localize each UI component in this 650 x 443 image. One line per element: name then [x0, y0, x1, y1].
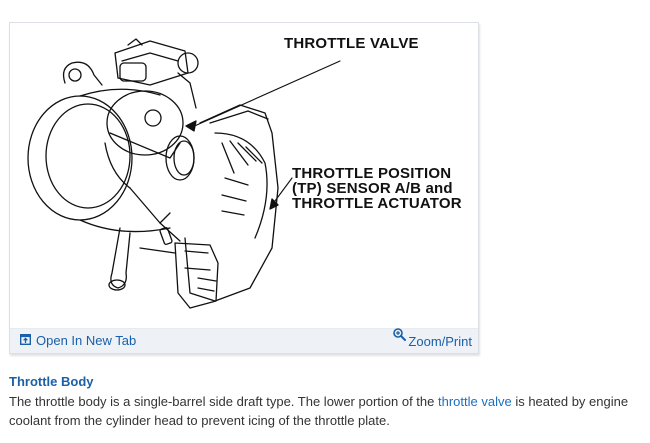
zoom-print-label: Zoom/Print — [408, 333, 472, 349]
label-tp-line-1: THROTTLE POSITION — [292, 165, 452, 182]
section-title: Throttle Body — [9, 374, 94, 389]
label-tp-line-2: (TP) SENSOR A/B and — [292, 180, 453, 197]
open-in-new-tab-link[interactable]: Open In New Tab — [19, 333, 137, 348]
throttle-body-section: Throttle Body The throttle body is a sin… — [9, 374, 639, 430]
label-tp-line-3: THROTTLE ACTUATOR — [292, 195, 462, 212]
open-in-new-tab-label: Open In New Tab — [36, 333, 137, 348]
magnifier-plus-icon — [393, 328, 407, 344]
throttle-body-diagram: THROTTLE VALVE THROTTLE POSITION (TP) SE… — [10, 23, 478, 329]
throttle-valve-link[interactable]: throttle valve — [438, 394, 512, 409]
body-text-after-link: is heated by engine coolant from the cyl… — [9, 394, 629, 428]
figure-card: THROTTLE VALVE THROTTLE POSITION (TP) SE… — [9, 22, 479, 354]
zoom-print-link[interactable]: Zoom/Print — [393, 328, 472, 349]
label-throttle-valve: THROTTLE VALVE — [284, 35, 419, 52]
throttle-body-illustration — [27, 38, 341, 309]
body-text-before-link: The throttle body is a single-barrel sid… — [9, 394, 438, 409]
label-tp-sensor: THROTTLE POSITION (TP) SENSOR A/B and TH… — [292, 166, 462, 211]
section-body: The throttle body is a single-barrel sid… — [9, 392, 639, 430]
figure-footer-bar: Open In New Tab Zoom/Print — [10, 328, 478, 353]
open-external-icon — [19, 333, 32, 348]
